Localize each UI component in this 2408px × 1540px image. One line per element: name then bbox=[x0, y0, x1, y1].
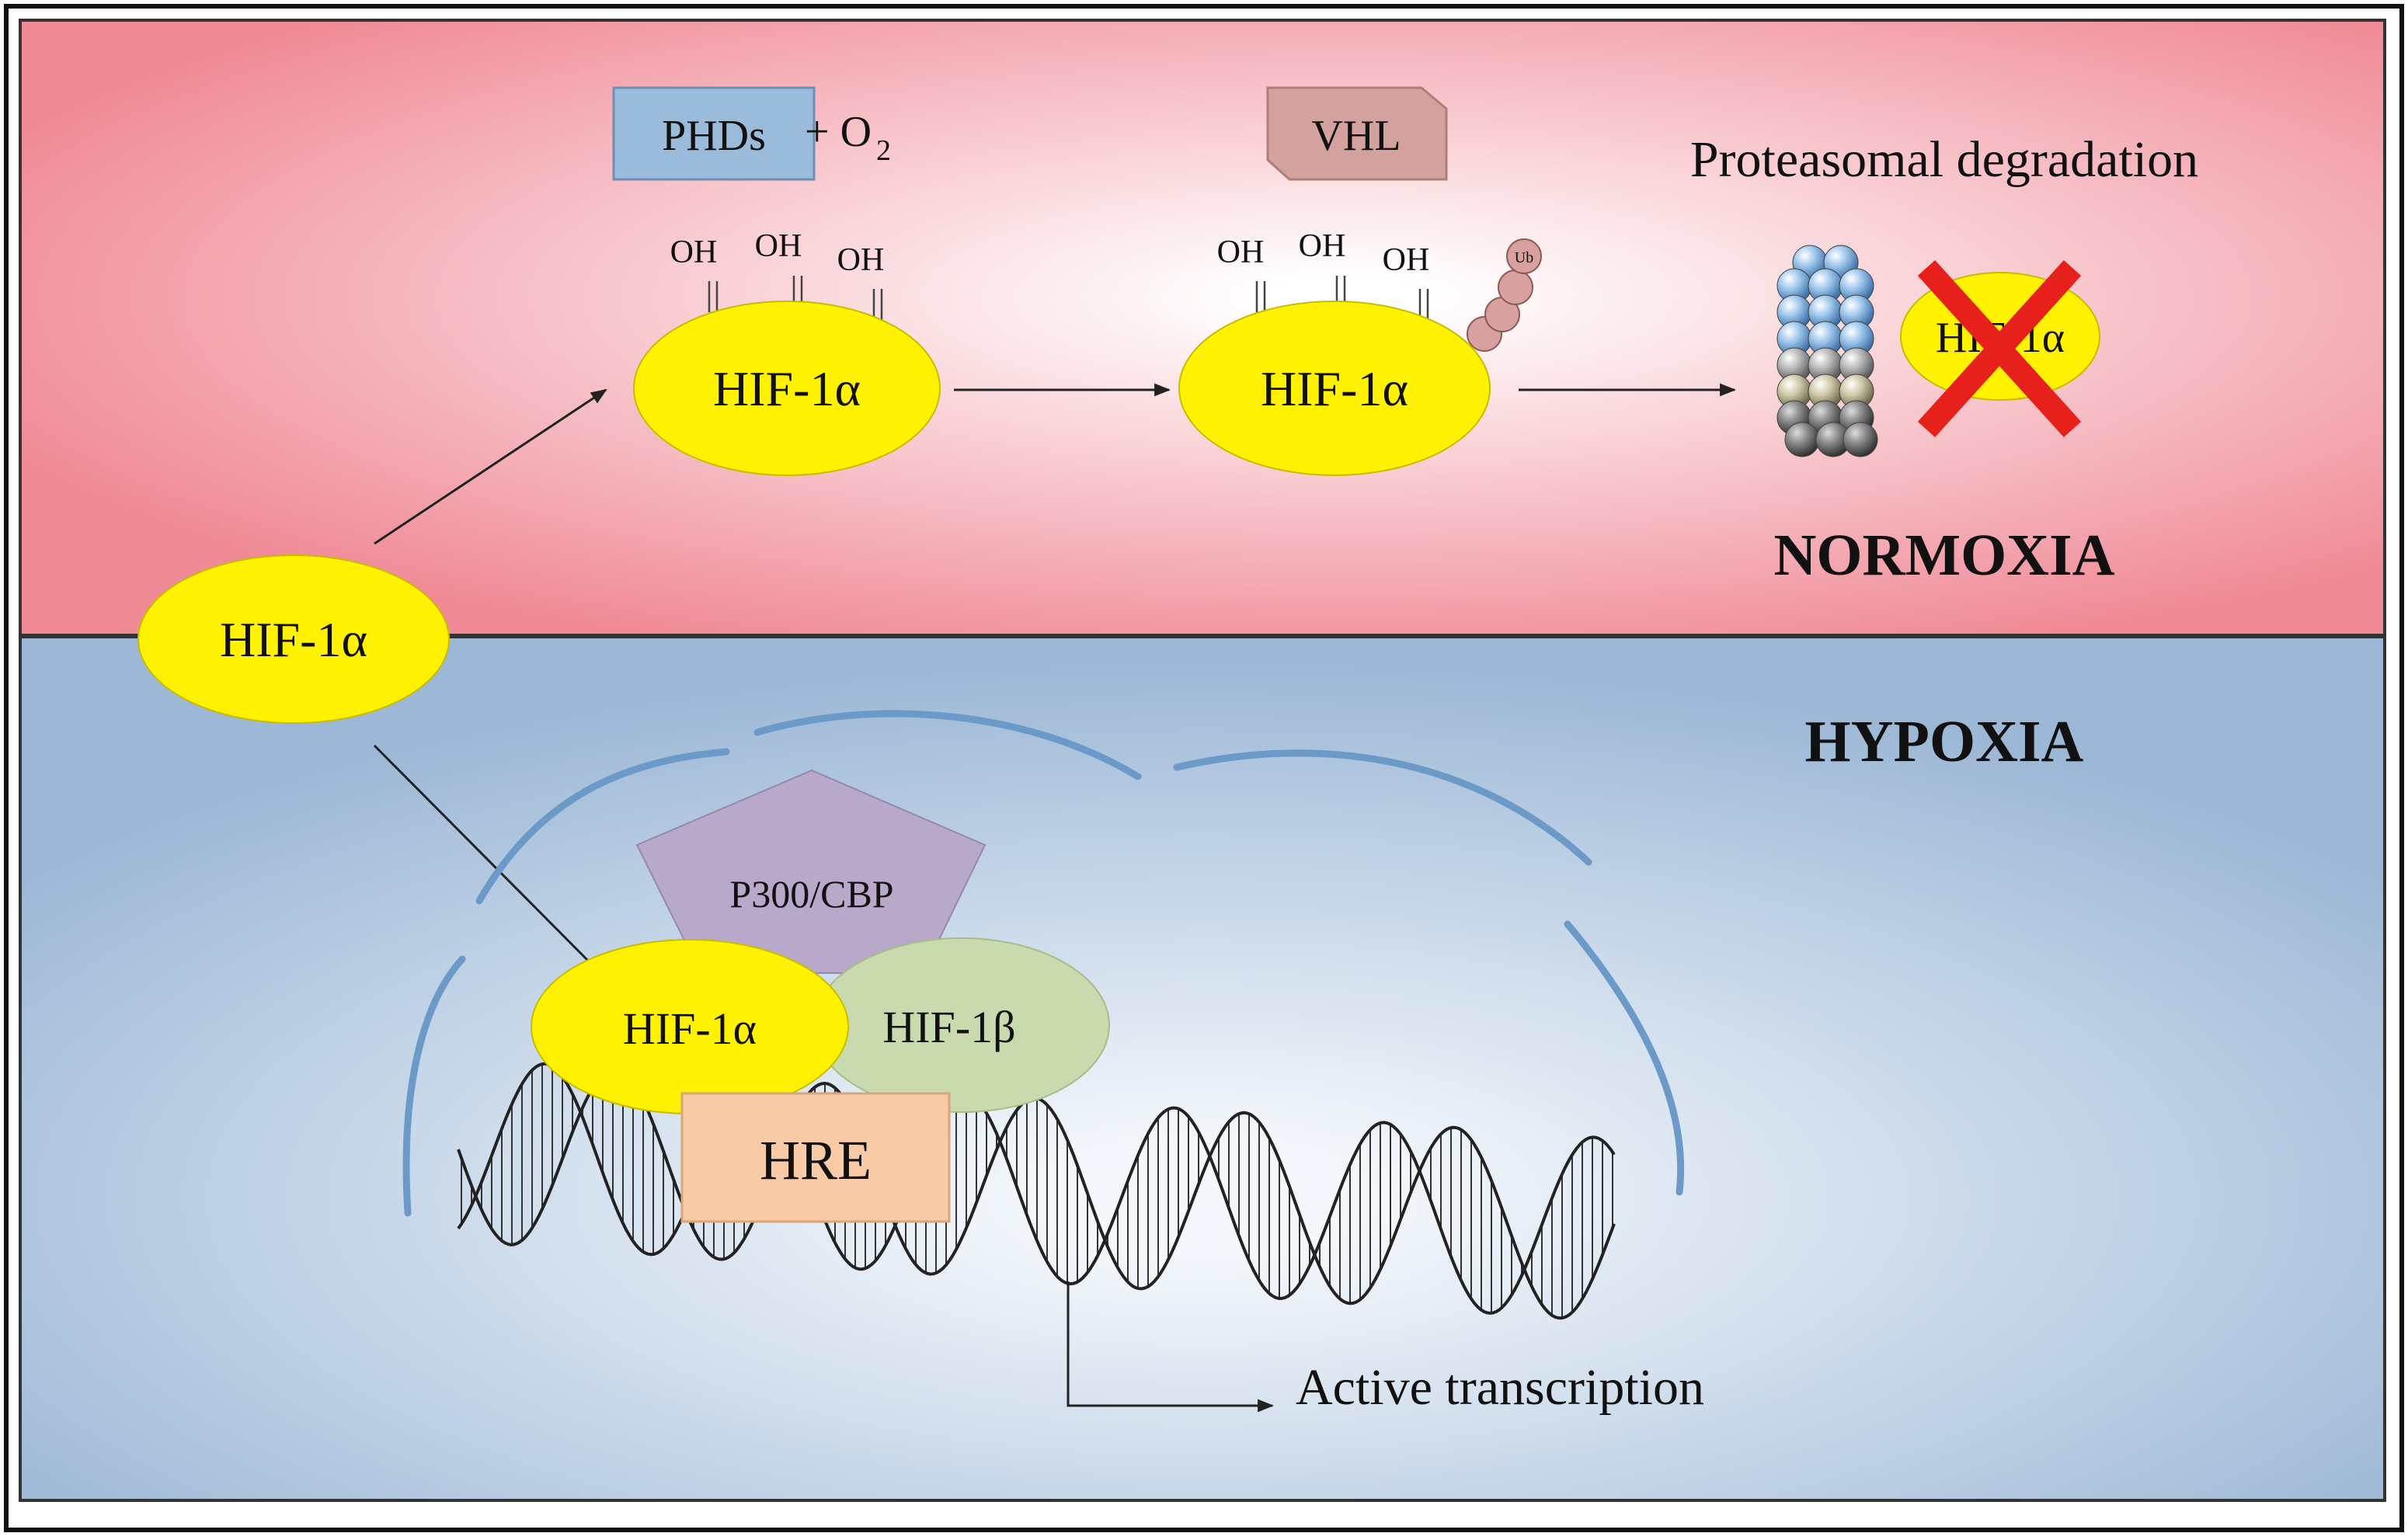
oh-label: OH bbox=[670, 235, 718, 270]
phds-box bbox=[612, 86, 816, 181]
o2-plus-label: + O bbox=[805, 108, 872, 156]
hif1a-central-label: HIF-1α bbox=[220, 612, 367, 667]
phds-label: PHDs bbox=[662, 112, 766, 160]
chromatin-arcs bbox=[402, 710, 1685, 1217]
o2-subscript: 2 bbox=[876, 134, 891, 167]
proteasome bbox=[1776, 245, 1878, 457]
degradation-cross bbox=[1917, 259, 2082, 438]
oh-label: OH bbox=[1383, 242, 1430, 278]
proteasomal-degradation-label: Proteasomal degradation bbox=[1690, 131, 2198, 188]
ub-label: Ub bbox=[1515, 249, 1533, 266]
ubiquitin-chain: Ub bbox=[1467, 238, 1542, 352]
outer-frame bbox=[4, 4, 2404, 1532]
hre-box bbox=[680, 1092, 951, 1223]
proteasome-subunit bbox=[1784, 422, 1820, 457]
proteasome-subunit bbox=[1843, 422, 1878, 457]
hif1a-ubiquitinated-label: HIF-1α bbox=[1261, 361, 1408, 416]
normoxia-label: NORMOXIA bbox=[1773, 523, 2114, 588]
line-hif1a-to-hypoxia bbox=[373, 744, 592, 965]
hydroxyl-groups-2: OH OH OH bbox=[1217, 228, 1430, 320]
oh-label: OH bbox=[1299, 228, 1346, 264]
vhl-box bbox=[1266, 86, 1448, 181]
hif1a-ubiquitinated bbox=[1178, 301, 1491, 476]
hif1a-hydroxylated bbox=[633, 301, 941, 476]
hif1b-label: HIF-1β bbox=[882, 1002, 1015, 1052]
oh-label: OH bbox=[755, 228, 802, 264]
hre-label: HRE bbox=[760, 1129, 872, 1191]
hif1a-central bbox=[137, 554, 450, 724]
hif1a-hypoxia-label: HIF-1α bbox=[623, 1003, 757, 1054]
oh-label: OH bbox=[1217, 235, 1265, 270]
transcription-arrow bbox=[1067, 1281, 1275, 1413]
oh-label: OH bbox=[837, 242, 885, 278]
vhl-label: VHL bbox=[1311, 112, 1401, 160]
hydroxyl-groups-1: OH OH OH bbox=[670, 228, 885, 320]
p300-cbp-label: P300/CBP bbox=[729, 872, 893, 916]
hif1a-hydroxylated-label: HIF-1α bbox=[713, 361, 861, 416]
arrow-hif1a-to-normoxia bbox=[374, 388, 607, 545]
active-transcription-label: Active transcription bbox=[1296, 1359, 1704, 1416]
hypoxia-label: HYPOXIA bbox=[1805, 709, 2084, 774]
dna-strand-2 bbox=[457, 1062, 1616, 1315]
